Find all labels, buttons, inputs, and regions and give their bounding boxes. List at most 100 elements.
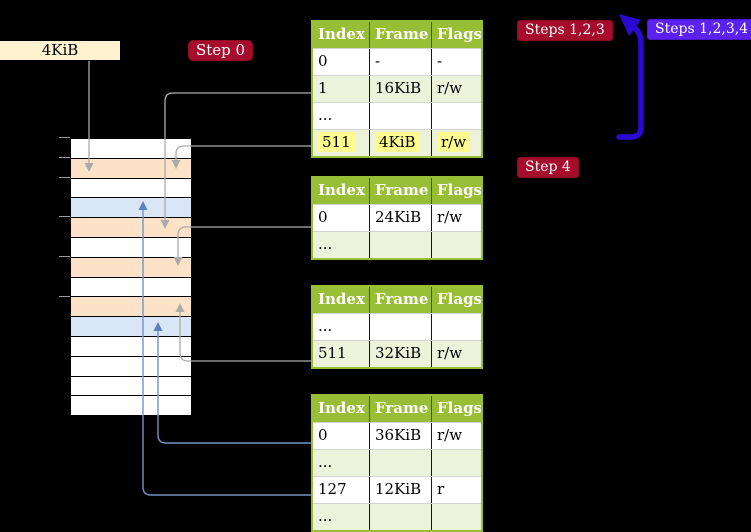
arrow-t3row511-to-frame9 (179, 312, 311, 362)
cell-frame: 32KiB (369, 341, 431, 367)
cell-flags: r (431, 477, 481, 503)
address-tick (59, 216, 70, 217)
cell-frame (369, 314, 431, 340)
cell-frame: 12KiB (369, 477, 431, 503)
table-row-highlighted: 511 4KiB r/w (313, 129, 481, 156)
cell-index: ... (318, 507, 333, 525)
table-row: 1 16KiB r/w (313, 75, 481, 102)
table-header-row: Index Frame Flags (313, 178, 481, 204)
cell-index: 127 (318, 480, 347, 498)
big-loop-arrowhead (619, 14, 641, 36)
header-flags: Flags (431, 178, 481, 204)
memory-frame-row-3 (71, 178, 191, 199)
cell-frame (369, 450, 431, 476)
memory-frame-row-7 (71, 257, 191, 278)
cell-frame: 4KiB (369, 130, 431, 156)
cell-frame (369, 232, 431, 258)
table-row: 0 24KiB r/w (313, 204, 481, 231)
header-flags: Flags (431, 22, 481, 48)
page-table-3: Index Frame Flags ... 511 32KiB r/w (311, 285, 483, 369)
header-index: Index (318, 290, 365, 308)
cell-index: 511 (313, 130, 369, 156)
memory-frame-row-9 (71, 297, 191, 318)
table-row: 127 12KiB r (313, 476, 481, 503)
cell-index: 1 (318, 79, 328, 97)
cell-index: 0 (318, 208, 328, 226)
cell-index: ... (318, 235, 333, 253)
cell-index: 0 (318, 52, 328, 70)
cell-flags (431, 232, 481, 258)
arrow-t2row0-to-frame7 (177, 226, 311, 257)
table-row: ... (313, 449, 481, 476)
memory-frame-row-6 (71, 237, 191, 258)
cell-flags (431, 314, 481, 340)
step0-badge: Step 0 (188, 40, 254, 61)
header-index: Index (318, 399, 365, 417)
cell-flags: - (431, 49, 481, 75)
cell-index: 511 (318, 344, 347, 362)
memory-frame-row-2 (71, 158, 191, 179)
memory-frame-row-4 (71, 198, 191, 219)
table-row: ... (313, 102, 481, 129)
cell-flags: r/w (431, 76, 481, 102)
cell-index: ... (318, 453, 333, 471)
cell-flags (431, 450, 481, 476)
highlight: 511 (318, 132, 355, 152)
arrow-t1row511-to-frame2 (175, 145, 311, 160)
address-tick (59, 157, 70, 158)
table-header-row: Index Frame Flags (313, 287, 481, 313)
table-header-row: Index Frame Flags (313, 396, 481, 422)
address-tick (59, 177, 70, 178)
cell-flags (431, 504, 481, 530)
memory-frame-row-14 (71, 396, 191, 416)
memory-frame-row-8 (71, 277, 191, 298)
cell-index: ... (318, 317, 333, 335)
cell-index: ... (318, 106, 333, 124)
table-row: ... (313, 503, 481, 530)
highlight: 4KiB (375, 132, 420, 152)
cell-flags: r/w (431, 130, 481, 156)
address-tick (59, 296, 70, 297)
steps1234-badge: Steps 1,2,3,4 (647, 19, 751, 40)
table-row: ... (313, 231, 481, 258)
header-frame: Frame (369, 22, 431, 48)
cell-frame: 16KiB (369, 76, 431, 102)
cell-frame (369, 504, 431, 530)
header-frame: Frame (369, 178, 431, 204)
steps123-badge: Steps 1,2,3 (517, 20, 613, 41)
memory-frame-row-13 (71, 376, 191, 397)
cell-index: 0 (318, 426, 328, 444)
header-frame: Frame (369, 287, 431, 313)
cell-flags: r/w (431, 341, 481, 367)
address-tick (59, 137, 70, 138)
page-size-label: 4KiB (0, 41, 120, 60)
memory-frame-row-12 (71, 356, 191, 377)
memory-frame-row-1 (71, 139, 191, 159)
step4-badge: Step 4 (517, 157, 579, 178)
page-table-2: Index Frame Flags 0 24KiB r/w ... (311, 176, 483, 260)
memory-frame-row-11 (71, 336, 191, 357)
highlight: r/w (437, 132, 471, 152)
table-row: 511 32KiB r/w (313, 340, 481, 367)
page-table-4: Index Frame Flags 0 36KiB r/w ... 127 12… (311, 394, 483, 532)
memory-frame-row-10 (71, 317, 191, 337)
cell-frame: - (369, 49, 431, 75)
table-header-row: Index Frame Flags (313, 22, 481, 48)
cell-frame: 36KiB (369, 423, 431, 449)
header-flags: Flags (431, 287, 481, 313)
table-row: 0 36KiB r/w (313, 422, 481, 449)
cell-flags: r/w (431, 423, 481, 449)
cell-flags (431, 103, 481, 129)
physical-memory-stack (70, 138, 192, 417)
page-table-1: Index Frame Flags 0 - - 1 16KiB r/w ... … (311, 20, 483, 158)
table-row: 0 - - (313, 48, 481, 75)
cell-frame: 24KiB (369, 205, 431, 231)
header-frame: Frame (369, 396, 431, 422)
table-row: ... (313, 313, 481, 340)
big-loop-arrow (616, 23, 644, 140)
header-flags: Flags (431, 396, 481, 422)
memory-frame-row-5 (71, 218, 191, 238)
cell-frame (369, 103, 431, 129)
header-index: Index (318, 25, 365, 43)
